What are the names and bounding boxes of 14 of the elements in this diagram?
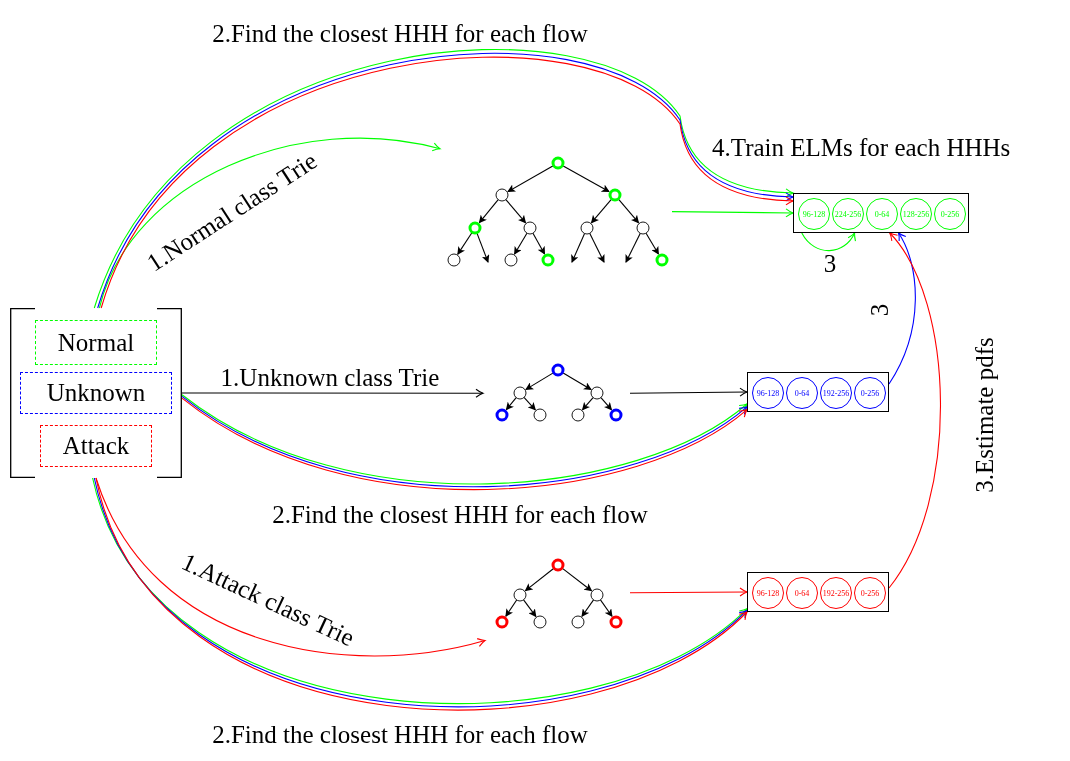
class-label-box: Unknown	[20, 372, 172, 414]
class-label-box: Attack	[40, 425, 152, 467]
hhh-box	[747, 572, 889, 612]
step-label: 4.Train ELMs for each HHHs	[712, 134, 1011, 162]
class-label-box: Normal	[35, 320, 157, 365]
edge-label: 2.Find the closest HHH for each flow	[212, 20, 588, 48]
edge-label: 3	[823, 250, 837, 278]
hhh-box	[747, 372, 889, 412]
edge-label: 3.Estimate pdfs	[971, 337, 999, 493]
edge-label: 3	[866, 303, 894, 317]
edge-label: 2.Find the closest HHH for each flow	[212, 721, 588, 749]
edge-label: 2.Find the closest HHH for each flow	[272, 501, 648, 529]
hhh-box	[793, 193, 969, 233]
edge-label: 1.Unknown class Trie	[220, 364, 440, 392]
